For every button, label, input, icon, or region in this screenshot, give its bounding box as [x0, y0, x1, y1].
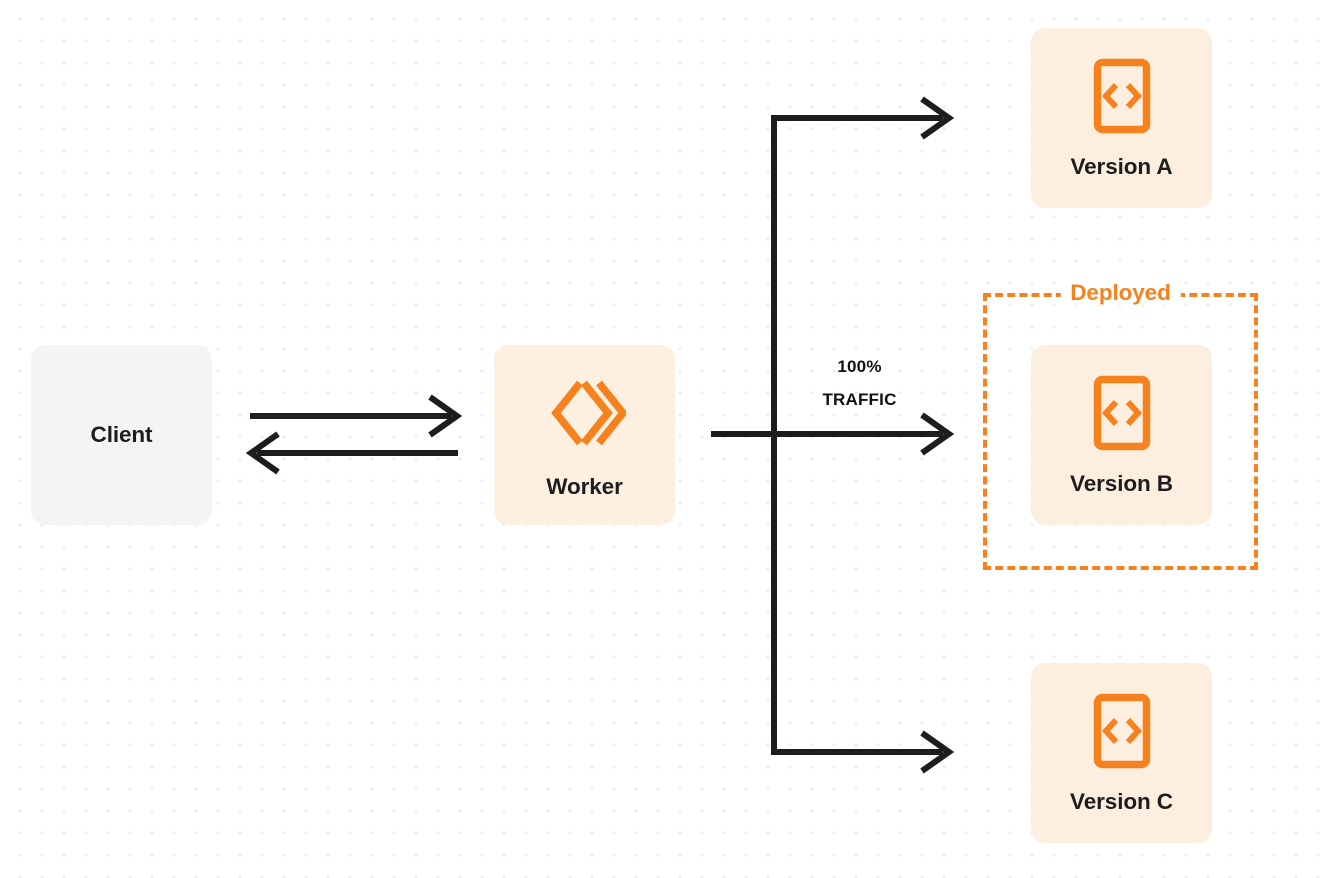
- node-worker[interactable]: Worker: [494, 345, 675, 525]
- edge-client-to-worker: [250, 394, 463, 438]
- node-version-c-label: Version C: [1070, 788, 1173, 814]
- node-worker-label: Worker: [546, 473, 623, 499]
- node-version-b-label: Version B: [1070, 470, 1173, 496]
- deployed-group-label: Deployed: [1060, 281, 1181, 305]
- node-version-c[interactable]: Version C: [1031, 663, 1212, 843]
- traffic-label: 100% TRAFFIC: [782, 350, 937, 416]
- cloudflare-workers-logo-icon: [544, 372, 628, 454]
- code-document-icon: [1093, 693, 1151, 769]
- edge-traffic-to-version-c: [771, 730, 955, 774]
- node-version-a-label: Version A: [1070, 153, 1173, 179]
- code-document-icon: [1093, 58, 1151, 134]
- edge-worker-to-client: [245, 431, 458, 475]
- edge-traffic-to-version-a: [771, 96, 955, 140]
- code-document-icon: [1093, 375, 1151, 451]
- traffic-percent: 100%: [837, 357, 882, 376]
- node-client[interactable]: Client: [31, 345, 212, 525]
- traffic-unit: TRAFFIC: [822, 390, 897, 410]
- deployed-group: Deployed: [983, 281, 1258, 570]
- node-client-label: Client: [90, 421, 153, 447]
- edge-traffic-to-version-b: [711, 412, 955, 456]
- node-version-a[interactable]: Version A: [1031, 28, 1212, 208]
- node-version-b[interactable]: Version B: [1031, 345, 1212, 525]
